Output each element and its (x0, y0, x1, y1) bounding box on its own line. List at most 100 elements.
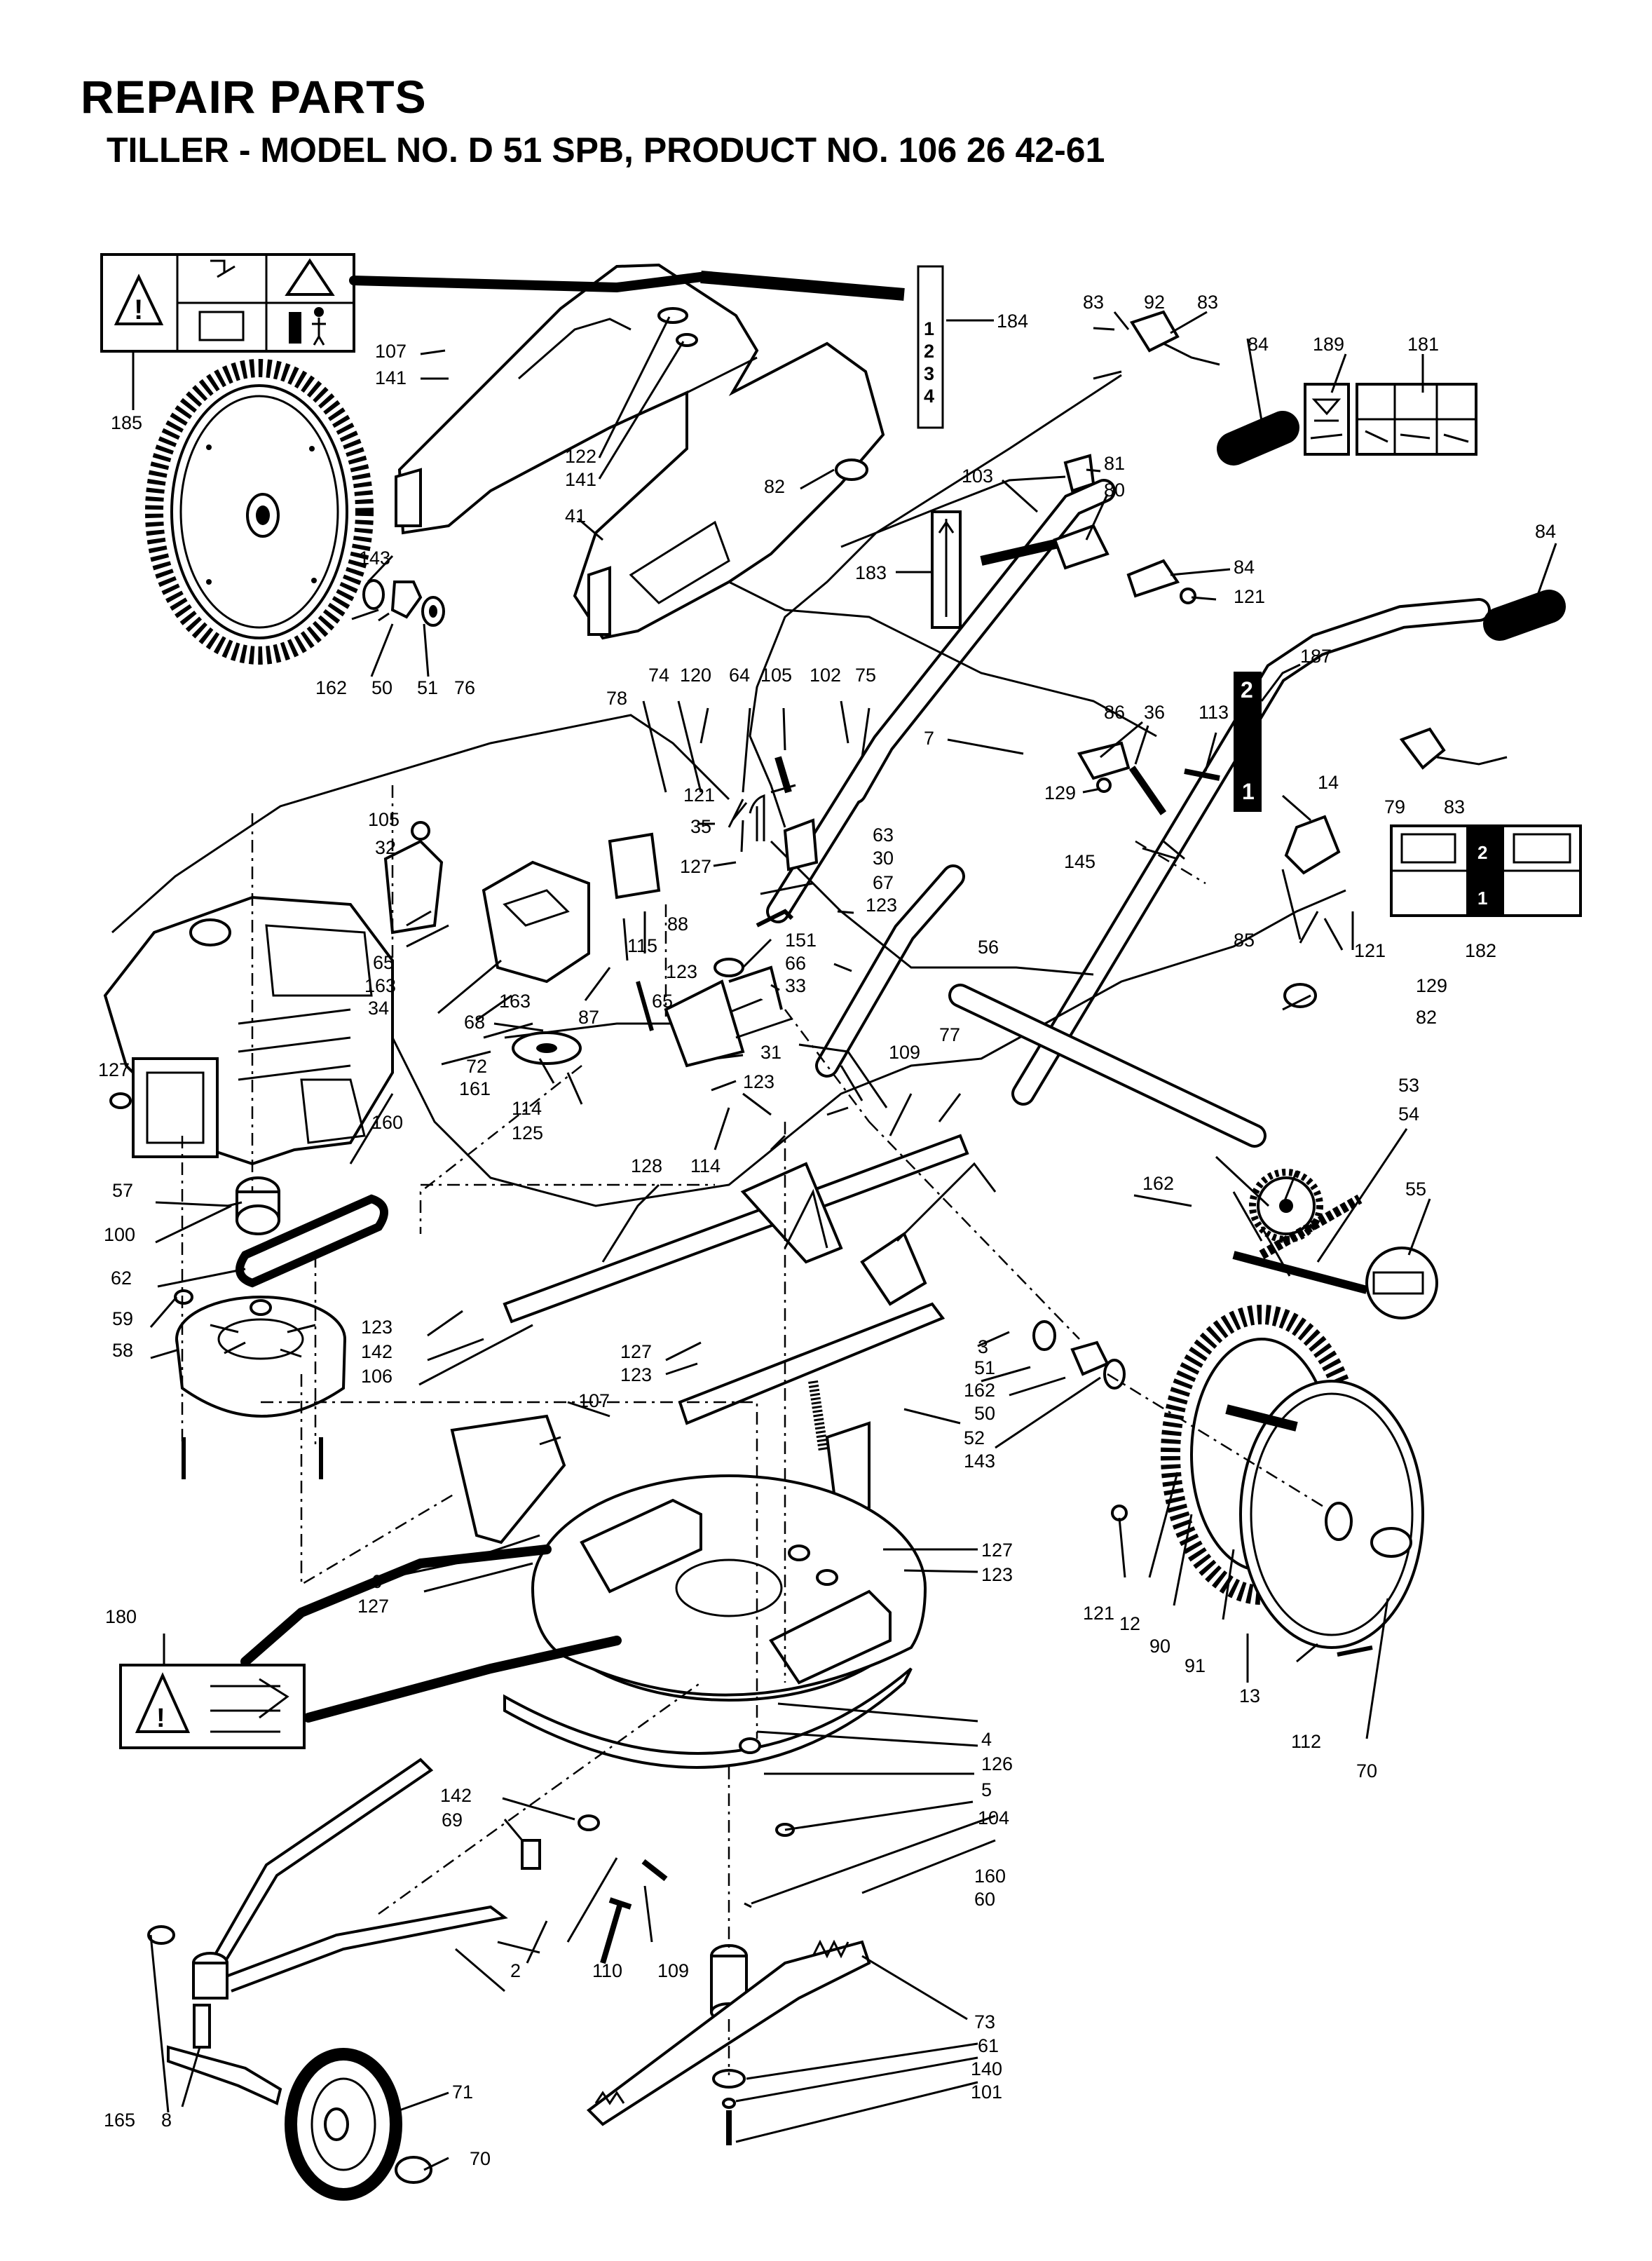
label-53: 53 (1398, 1075, 1419, 1096)
label-123-f: 123 (981, 1564, 1013, 1585)
label-84-c: 84 (1535, 521, 1556, 542)
engine-assembly (103, 895, 394, 1166)
label-64: 64 (729, 665, 750, 686)
label-68: 68 (464, 1012, 485, 1033)
label-140: 140 (971, 2058, 1002, 2079)
label-163-b: 163 (499, 991, 531, 1012)
label-181: 181 (1407, 334, 1439, 355)
label-83-b: 83 (1197, 292, 1218, 313)
chassis-3 (503, 1134, 997, 1425)
label-8: 8 (161, 2110, 172, 2131)
label-112: 112 (1291, 1731, 1321, 1752)
label-163: 163 (364, 975, 396, 996)
label-142: 142 (361, 1341, 392, 1362)
label-185: 185 (111, 412, 142, 433)
warning-icon-180: ! (156, 1704, 165, 1733)
label-32: 32 (375, 837, 396, 858)
gearbox-34 (482, 832, 661, 984)
label-127: 127 (680, 856, 711, 877)
sprocket-53 (1249, 1169, 1323, 1243)
label-107-b: 107 (578, 1390, 610, 1411)
decal-182: 2 1 (1390, 824, 1582, 917)
label-83: 83 (1083, 292, 1104, 313)
label-30: 30 (873, 848, 894, 869)
label-74: 74 (648, 665, 669, 686)
grip-84-right (1483, 590, 1566, 641)
decal-181 (1356, 383, 1477, 456)
page-title: REPAIR PARTS (81, 71, 427, 123)
chain-54 (1259, 1194, 1363, 1260)
label-129: 129 (1044, 782, 1076, 803)
leader-lines (149, 311, 1557, 2171)
label-51-b: 51 (974, 1357, 995, 1378)
label-6: 6 (371, 1571, 382, 1592)
label-183: 183 (855, 562, 887, 583)
label-14: 14 (1318, 772, 1339, 793)
label-2: 2 (510, 1960, 521, 1981)
label-143-b: 143 (964, 1451, 995, 1472)
label-71: 71 (452, 2082, 473, 2103)
label-54: 54 (1398, 1104, 1419, 1125)
label-106: 106 (361, 1366, 392, 1387)
label-50: 50 (371, 677, 392, 698)
label-127-c: 127 (620, 1341, 652, 1362)
label-51: 51 (417, 677, 438, 698)
label-76: 76 (454, 677, 475, 698)
clamp-82-lower (1283, 983, 1317, 1008)
switch-81-80 (1053, 454, 1110, 570)
svg-text:2: 2 (924, 341, 934, 362)
label-61: 61 (978, 2035, 999, 2056)
label-34: 34 (368, 998, 389, 1019)
label-81: 81 (1104, 453, 1125, 474)
handle-housing-41 (395, 263, 885, 640)
label-84-b: 84 (1234, 557, 1255, 578)
label-103: 103 (962, 466, 993, 487)
label-41: 41 (565, 505, 586, 527)
label-35: 35 (690, 816, 711, 837)
label-80: 80 (1104, 480, 1125, 501)
svg-text:2: 2 (1241, 677, 1253, 702)
label-128: 128 (631, 1155, 662, 1176)
label-161: 161 (459, 1078, 491, 1099)
label-114-b: 114 (690, 1155, 721, 1176)
label-127-b: 127 (98, 1059, 130, 1080)
bracket-32 (383, 821, 444, 935)
label-109: 109 (889, 1042, 920, 1063)
label-122: 122 (565, 446, 596, 467)
clamp-82-upper (835, 459, 868, 481)
label-36: 36 (1144, 702, 1165, 723)
label-105-b: 105 (368, 809, 400, 830)
label-125: 125 (512, 1122, 543, 1143)
label-69: 69 (442, 1810, 463, 1831)
decal-180: ! (119, 1664, 306, 1749)
pulley-57 (227, 1176, 280, 1235)
control-cables (111, 374, 1346, 1207)
decal-187: 2 1 (1234, 672, 1262, 812)
label-145: 145 (1064, 851, 1095, 872)
label-82-b: 82 (1416, 1007, 1437, 1028)
front-wheel-71 (285, 2048, 432, 2201)
label-120: 120 (680, 665, 711, 686)
pulley-68 (512, 1031, 582, 1065)
label-58: 58 (112, 1340, 133, 1361)
label-55: 55 (1405, 1179, 1426, 1200)
handle-decal-184: 1 2 3 4 (917, 265, 944, 429)
label-126: 126 (981, 1753, 1013, 1774)
label-162: 162 (315, 677, 347, 698)
label-65: 65 (373, 952, 394, 973)
label-143: 143 (359, 548, 390, 569)
label-78: 78 (606, 688, 627, 709)
label-187: 187 (1300, 646, 1332, 667)
label-189: 189 (1313, 334, 1344, 355)
label-77: 77 (939, 1024, 960, 1045)
axle-56 (948, 984, 1267, 1148)
label-123-d: 123 (361, 1317, 392, 1338)
label-91: 91 (1185, 1655, 1206, 1676)
label-67: 67 (873, 872, 894, 893)
svg-text:1: 1 (1242, 779, 1255, 804)
label-121-c: 121 (1354, 940, 1386, 961)
warning-icon: ! (134, 294, 143, 325)
pulley-58 (174, 1289, 346, 1479)
label-62: 62 (111, 1268, 132, 1289)
